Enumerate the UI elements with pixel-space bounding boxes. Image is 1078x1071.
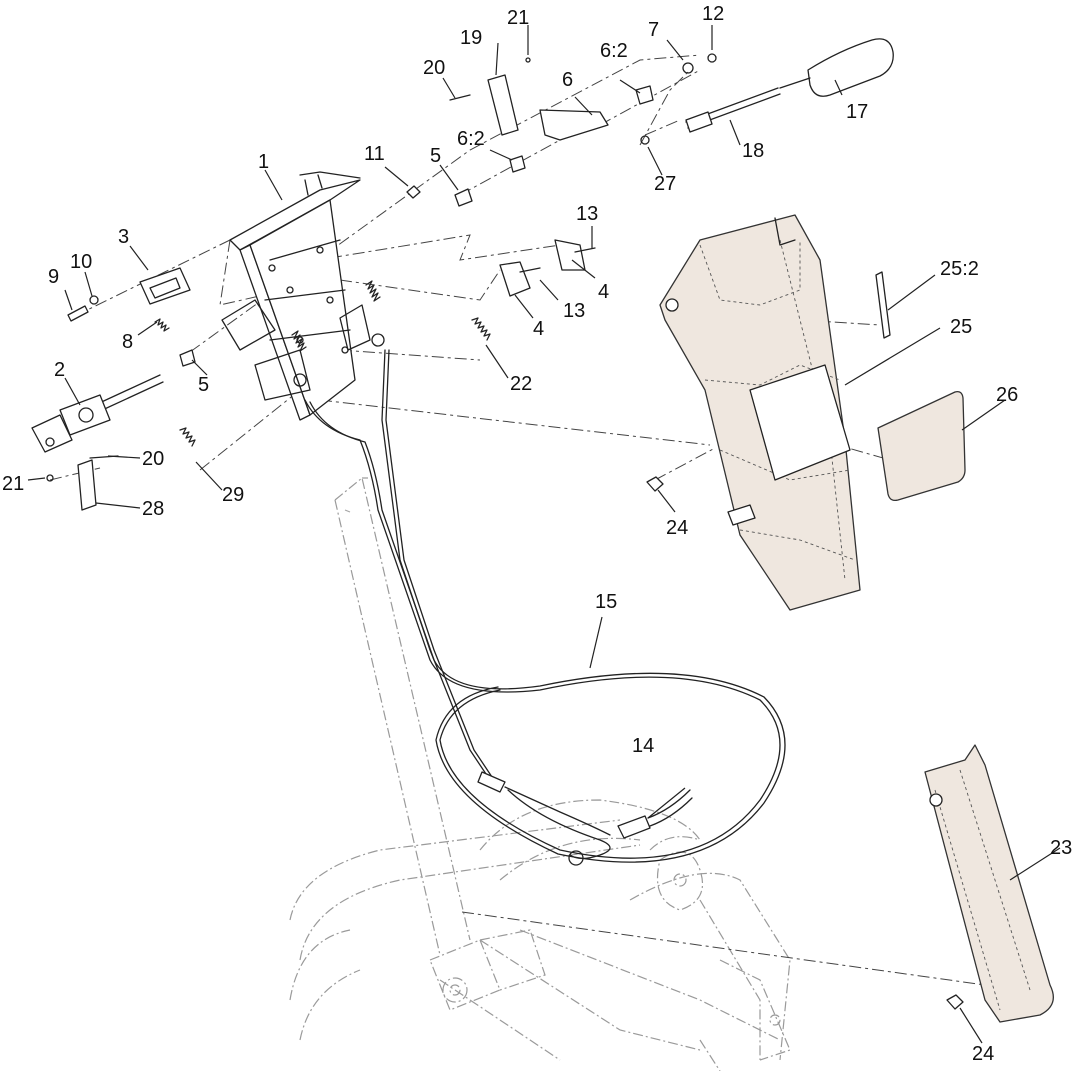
decal-plate-part-26	[877, 390, 966, 502]
post-cover-part-23	[924, 744, 1054, 1023]
callout-20b: 20	[142, 448, 164, 470]
machine-frame-ghost	[289, 476, 791, 1071]
callout-24a: 24	[666, 517, 688, 539]
callout-17: 17	[846, 101, 868, 123]
screw-part-24	[646, 476, 964, 1010]
hardware-group	[46, 38, 894, 511]
callout-19: 19	[460, 27, 482, 49]
callout-7: 7	[648, 19, 659, 41]
callout-21a: 21	[507, 7, 529, 29]
callout-21b: 21	[2, 473, 24, 495]
callout-4b: 4	[533, 318, 544, 340]
callout-4a: 4	[598, 281, 609, 303]
callout-3: 3	[118, 226, 129, 248]
callout-29: 29	[222, 484, 244, 506]
callout-23: 23	[1050, 837, 1072, 859]
callout-10: 10	[70, 251, 92, 273]
steering-bracket-part-1	[221, 171, 385, 421]
console-cover-part-25	[659, 214, 861, 611]
cable-part-14	[381, 349, 693, 866]
callout-27: 27	[654, 173, 676, 195]
leader-lines	[27, 25, 1061, 1044]
callout-1: 1	[258, 151, 269, 173]
callout-26: 26	[996, 384, 1018, 406]
callout-6: 6	[562, 69, 573, 91]
callout-labels: 1 2 3 4 4 5 5 6 6:2 6:2 7 8 9 10 11 12 1…	[2, 3, 1072, 1065]
callout-9: 9	[48, 266, 59, 288]
callout-13b: 13	[563, 300, 585, 322]
callout-5b: 5	[198, 374, 209, 396]
callout-8: 8	[122, 331, 133, 353]
callout-22: 22	[510, 373, 532, 395]
callout-18: 18	[742, 140, 764, 162]
callout-13a: 13	[576, 203, 598, 225]
callout-24b: 24	[972, 1043, 994, 1065]
callout-14: 14	[632, 735, 654, 757]
callout-25-2: 25:2	[940, 258, 979, 280]
callout-11: 11	[364, 143, 385, 165]
callout-5a: 5	[430, 145, 441, 167]
callout-12: 12	[702, 3, 724, 25]
decal-part-25-2	[875, 271, 891, 339]
callout-6-2b: 6:2	[600, 40, 628, 62]
callout-2: 2	[54, 359, 65, 381]
cable-part-15	[304, 399, 786, 863]
callout-25: 25	[950, 316, 972, 338]
callout-20a: 20	[423, 57, 445, 79]
callout-6-2a: 6:2	[457, 128, 485, 150]
callout-15: 15	[595, 591, 617, 613]
callout-28: 28	[142, 498, 164, 520]
shaft-part-2	[31, 374, 164, 453]
